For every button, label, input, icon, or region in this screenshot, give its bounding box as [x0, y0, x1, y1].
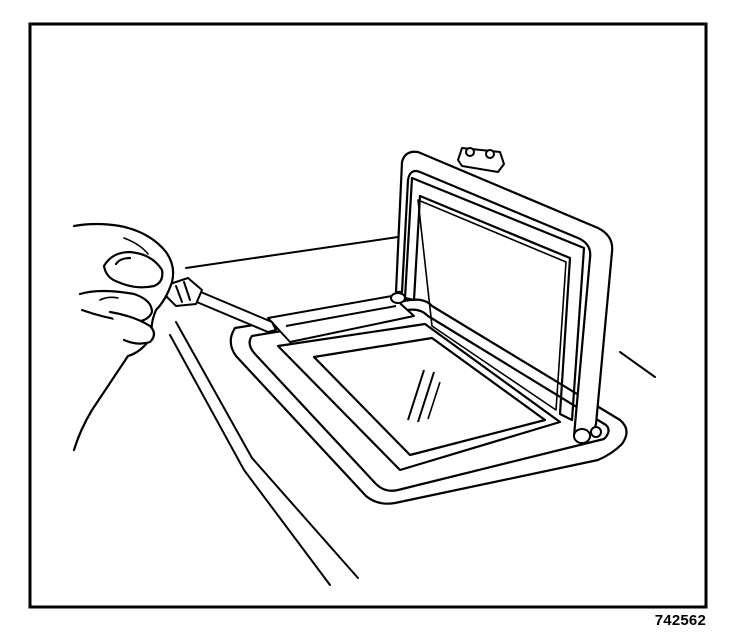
mirror-glass	[312, 336, 547, 457]
vanity-mirror-icon	[312, 336, 547, 457]
cover-inner	[403, 176, 586, 422]
hand-finger-2	[108, 310, 156, 345]
visor-clip	[457, 147, 505, 173]
cover-hinge	[573, 426, 602, 444]
headliner-panel	[169, 236, 656, 586]
screwdriver-icon	[165, 277, 277, 333]
mirror-bezel	[267, 292, 415, 343]
hand-icon	[72, 222, 175, 452]
visor-inner-frame	[248, 308, 610, 492]
figure-number: 742562	[654, 612, 706, 629]
